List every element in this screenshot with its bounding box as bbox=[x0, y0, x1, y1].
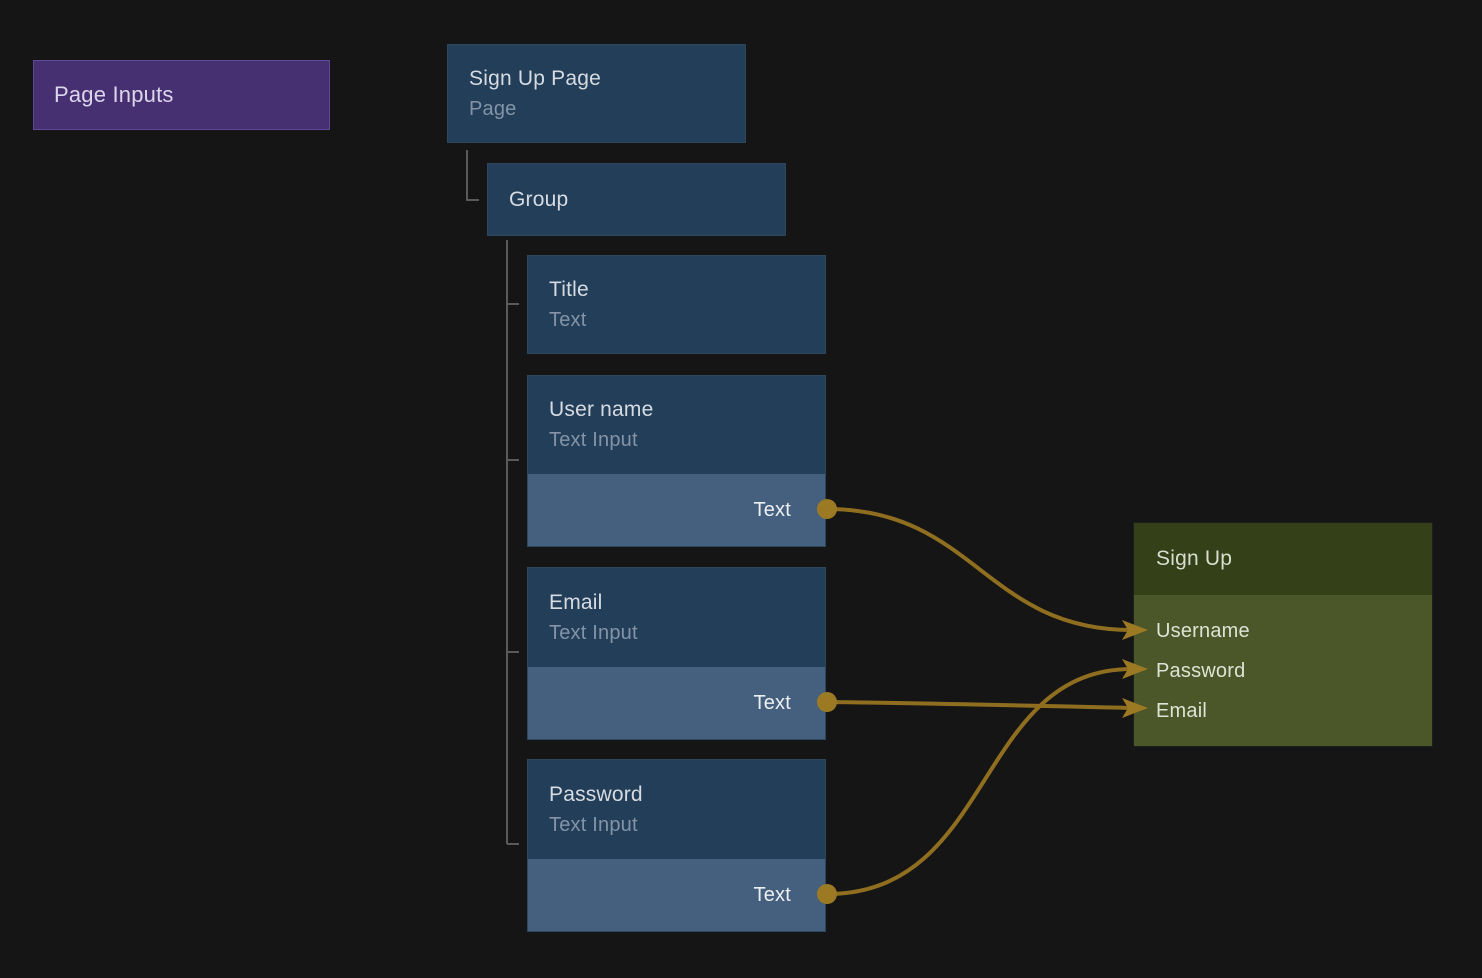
output-port-row-password-text[interactable]: Text bbox=[528, 859, 825, 931]
input-port-label: Username bbox=[1156, 619, 1250, 642]
node-title: User name bbox=[549, 398, 654, 421]
tree-node-username[interactable]: User name Text Input Text bbox=[527, 375, 826, 547]
node-title: Title bbox=[549, 277, 589, 301]
node-type-label: Text Input bbox=[549, 429, 638, 451]
page-inputs-node[interactable]: Page Inputs bbox=[33, 60, 330, 130]
node-type-label: Text Input bbox=[549, 621, 638, 644]
input-port-row-username[interactable]: Username bbox=[1134, 611, 1432, 651]
signup-action-node[interactable]: Sign Up Username Password Email bbox=[1133, 522, 1433, 747]
output-port-label: Text bbox=[753, 498, 791, 521]
node-title: Password bbox=[549, 782, 643, 806]
connection-curve-username[interactable] bbox=[825, 507, 1134, 632]
tree-node-group[interactable]: Group bbox=[487, 163, 786, 236]
tree-node-password[interactable]: Password Text Input Text bbox=[527, 759, 826, 932]
input-port-row-email[interactable]: Email bbox=[1134, 691, 1432, 731]
output-port-label: Text bbox=[753, 883, 791, 906]
tree-node-signup-page[interactable]: Sign Up Page Page bbox=[447, 44, 746, 143]
signup-action-title: Sign Up bbox=[1156, 547, 1233, 570]
connection-curve-password[interactable] bbox=[825, 667, 1134, 896]
output-port-row-email-text[interactable]: Text bbox=[528, 667, 825, 739]
input-port-label: Password bbox=[1156, 659, 1246, 682]
input-port-row-password[interactable]: Password bbox=[1134, 651, 1432, 691]
node-title: Group bbox=[509, 187, 569, 211]
output-port-row-username-text[interactable]: Text bbox=[528, 474, 825, 546]
node-title: Email bbox=[549, 590, 603, 614]
input-port-label: Email bbox=[1156, 699, 1208, 722]
node-type-label: Text Input bbox=[549, 813, 638, 836]
tree-connector-lines bbox=[466, 150, 519, 845]
node-title: Sign Up Page bbox=[469, 66, 601, 90]
tree-node-email[interactable]: Email Text Input Text bbox=[527, 567, 826, 740]
connection-curve-email[interactable] bbox=[825, 700, 1134, 710]
output-port-label: Text bbox=[753, 691, 791, 714]
node-type-label: Page bbox=[469, 97, 517, 120]
node-type-label: Text bbox=[549, 308, 587, 331]
tree-node-title[interactable]: Title Text bbox=[527, 255, 826, 354]
page-inputs-label: Page Inputs bbox=[54, 82, 174, 107]
